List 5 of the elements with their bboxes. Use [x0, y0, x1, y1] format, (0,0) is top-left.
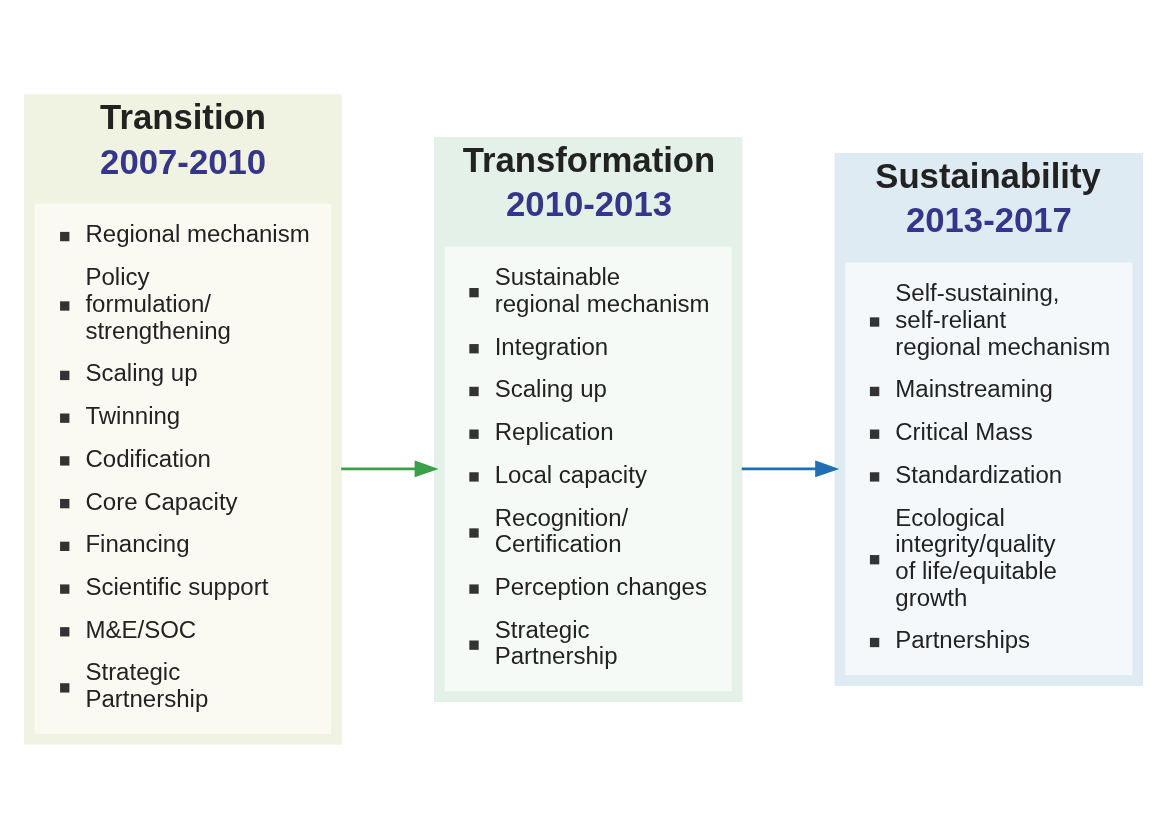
node-box: Sustainable regional mechanism Integration Scaling up Replication Local capacity Recognition/ Certification Perception changes Strategic Partnership: [444, 246, 732, 691]
arrow: [741, 459, 840, 477]
arrow: [341, 459, 439, 477]
node-box: Regional mechanism Policy formulation/ strengthening Scaling up Twinning Codification Core Capacity Financing Scientific support M&E/SOC Strategic Partnership: [34, 203, 332, 734]
node-box: Self-sustaining, self-reliant regional mechanism Mainstreaming Critical Mass Standardization Ecological integrity/quality of life/equitable growth Partnerships: [845, 262, 1133, 675]
